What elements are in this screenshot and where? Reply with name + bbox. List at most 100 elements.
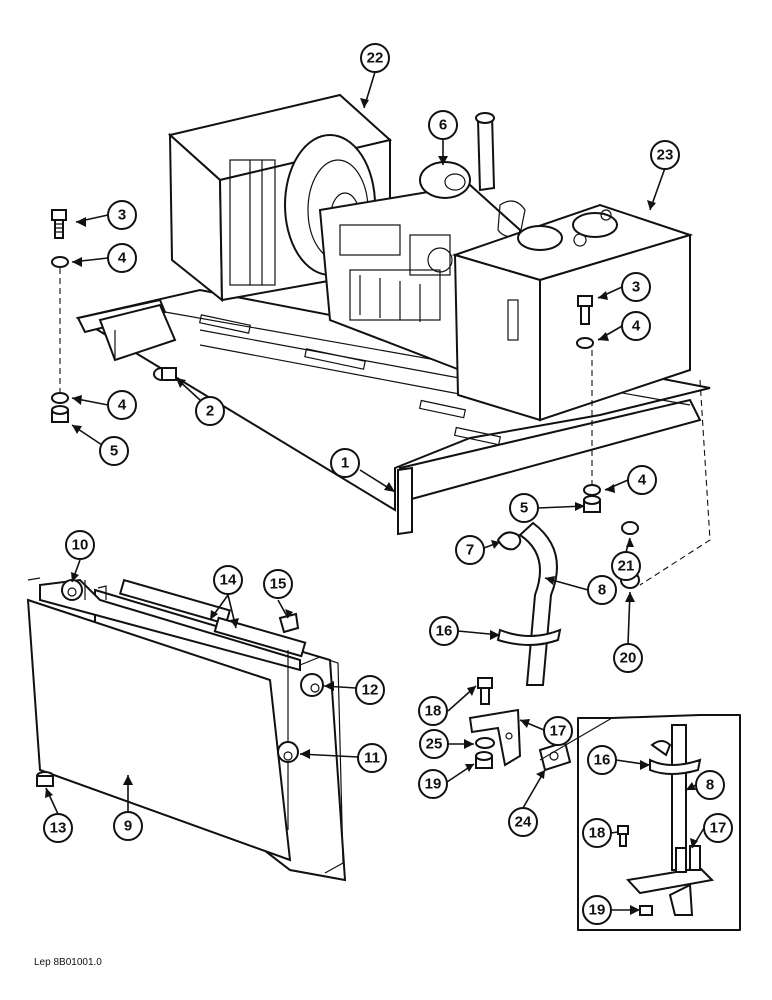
- washer-4-right: [576, 337, 594, 349]
- nut-5-right: [583, 495, 601, 513]
- bracket-hardware: [468, 677, 572, 772]
- callout-3: 3: [107, 200, 137, 230]
- svg-text:17: 17: [710, 820, 727, 837]
- svg-text:15: 15: [270, 576, 287, 593]
- svg-text:22: 22: [367, 50, 384, 67]
- svg-text:9: 9: [124, 818, 132, 835]
- callout-25: 25: [419, 729, 449, 759]
- callout-10: 10: [65, 530, 95, 560]
- svg-text:4: 4: [638, 472, 647, 489]
- latch-11: [277, 741, 299, 763]
- bushing-2: [153, 367, 177, 381]
- svg-text:18: 18: [425, 703, 442, 720]
- bracket-17: [468, 708, 522, 767]
- svg-text:17: 17: [550, 723, 567, 740]
- callout-21: 21: [611, 551, 641, 581]
- svg-text:4: 4: [118, 397, 127, 414]
- svg-text:12: 12: [362, 682, 379, 699]
- mount-bracket-left: [98, 303, 177, 362]
- plug-15: [278, 612, 300, 634]
- callout-19: 19: [582, 895, 612, 925]
- hose-clamp-7: [496, 531, 522, 551]
- svg-text:8: 8: [598, 582, 606, 599]
- svg-text:8: 8: [706, 777, 714, 794]
- svg-text:20: 20: [620, 650, 637, 667]
- inset-detail: [539, 714, 741, 931]
- dash-line: [639, 379, 711, 586]
- side-panels: [26, 577, 347, 882]
- callout-8: 8: [695, 770, 725, 800]
- callout-9: 9: [113, 811, 143, 841]
- callout-11: 11: [357, 743, 387, 773]
- clip-24: [538, 740, 572, 772]
- callout-7: 7: [455, 535, 485, 565]
- nut-19: [475, 751, 493, 769]
- drawing-reference: Lep 8B01001.0: [34, 957, 102, 968]
- svg-text:24: 24: [515, 814, 532, 831]
- svg-text:11: 11: [364, 750, 380, 767]
- latch-10: [61, 579, 83, 601]
- callout-20: 20: [613, 643, 643, 673]
- inset-bracket-17: [626, 845, 715, 916]
- callout-15: 15: [263, 569, 293, 599]
- hydraulic-tank: [451, 203, 694, 422]
- svg-text:3: 3: [632, 279, 640, 296]
- svg-text:6: 6: [439, 117, 447, 134]
- callout-4: 4: [107, 390, 137, 420]
- callout-14: 14: [213, 565, 243, 595]
- svg-text:4: 4: [118, 250, 127, 267]
- callout-18: 18: [582, 818, 612, 848]
- svg-text:21: 21: [618, 558, 635, 575]
- callout-5: 5: [509, 493, 539, 523]
- inset-nut-19: [639, 905, 653, 916]
- callout-2: 2: [195, 396, 225, 426]
- svg-text:25: 25: [426, 736, 443, 753]
- inset-clamp-16: [649, 740, 702, 775]
- callout-24: 24: [508, 807, 538, 837]
- callout-19: 19: [418, 769, 448, 799]
- callout-17: 17: [703, 813, 733, 843]
- panel-latches: [36, 579, 324, 830]
- svg-text:16: 16: [594, 752, 611, 769]
- engine-frame-assembly: [75, 93, 711, 536]
- svg-text:10: 10: [72, 537, 89, 554]
- svg-text:16: 16: [436, 623, 453, 640]
- nut-5-left: [51, 405, 69, 423]
- leader-arrows: [45, 98, 698, 915]
- svg-text:19: 19: [425, 776, 442, 793]
- svg-text:18: 18: [589, 825, 606, 842]
- latch-12: [287, 650, 324, 830]
- callout-23: 23: [650, 140, 680, 170]
- bolt-18: [477, 677, 493, 705]
- turbocharger: [419, 112, 526, 238]
- svg-text:1: 1: [341, 455, 349, 472]
- svg-text:5: 5: [520, 500, 528, 517]
- callout-17: 17: [543, 716, 573, 746]
- grommet-21: [621, 521, 639, 535]
- hose-clamp-16: [496, 628, 562, 646]
- hardware: [51, 209, 711, 589]
- callout-4: 4: [621, 311, 651, 341]
- callout-4: 4: [627, 465, 657, 495]
- callout-16: 16: [587, 745, 617, 775]
- svg-text:3: 3: [118, 207, 126, 224]
- svg-text:19: 19: [589, 902, 606, 919]
- bolt-3-right: [577, 295, 593, 325]
- callout-6: 6: [428, 110, 458, 140]
- washer-4-left-lower: [51, 392, 69, 404]
- svg-text:5: 5: [110, 443, 118, 460]
- frame-rail: [75, 288, 711, 536]
- bolt-3-left: [51, 209, 67, 239]
- plug-13: [36, 771, 54, 787]
- callout-18: 18: [418, 696, 448, 726]
- callout-12: 12: [355, 675, 385, 705]
- callout-16: 16: [429, 616, 459, 646]
- callout-1: 1: [330, 448, 360, 478]
- callout-8: 8: [587, 575, 617, 605]
- svg-text:13: 13: [50, 820, 67, 837]
- svg-text:2: 2: [206, 403, 214, 420]
- washer-25: [475, 737, 495, 749]
- callout-13: 13: [43, 813, 73, 843]
- callout-22: 22: [360, 43, 390, 73]
